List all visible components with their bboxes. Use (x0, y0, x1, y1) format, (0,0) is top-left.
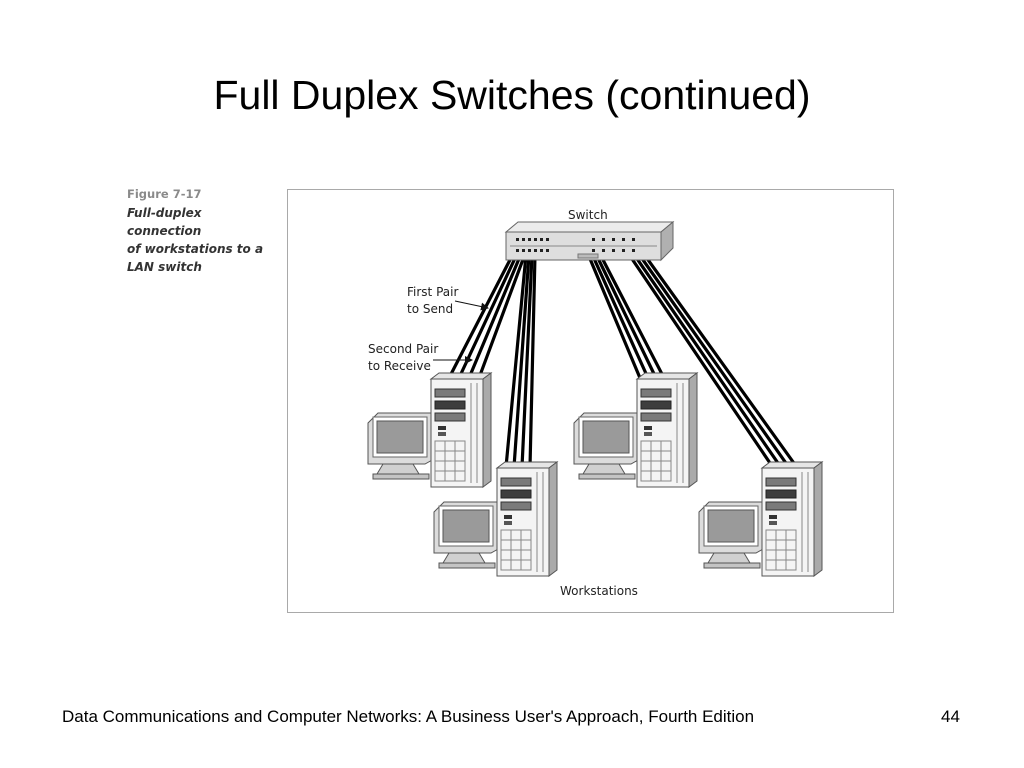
first-pair-arrow (454, 300, 489, 311)
figure-number: Figure 7-17 (127, 187, 202, 201)
caption-line-1: Full-duplex connection (127, 206, 202, 238)
footer-text: Data Communications and Computer Network… (62, 707, 755, 726)
caption-line-3: LAN switch (127, 260, 202, 274)
figure-description: Full-duplex connection of workstations t… (127, 204, 277, 276)
connection-cables (447, 248, 798, 469)
workstation-1 (367, 372, 492, 488)
first-pair-label-line-1: First Pair (407, 285, 459, 299)
caption-line-2: of workstations to a (127, 242, 264, 256)
workstation-3 (573, 372, 698, 488)
workstations-label: Workstations (560, 584, 638, 598)
slide-title: Full Duplex Switches (continued) (213, 72, 811, 118)
lan-switch (504, 220, 675, 262)
first-pair-label: First Pair to Send (407, 284, 458, 318)
second-pair-label: Second Pair to Receive (368, 341, 438, 375)
second-pair-label-line-1: Second Pair (368, 342, 439, 356)
second-pair-label-line-2: to Receive (368, 359, 431, 373)
network-diagram: Switch First Pair to Send Second Pair to… (287, 189, 894, 613)
workstation-4 (698, 461, 823, 577)
network-diagram-svg (367, 220, 823, 577)
page-number: 44 (941, 707, 960, 726)
first-pair-label-line-2: to Send (407, 302, 454, 316)
figure-caption: Figure 7-17 Full-duplex connection of wo… (127, 187, 277, 276)
switch-label: Switch (568, 208, 608, 222)
